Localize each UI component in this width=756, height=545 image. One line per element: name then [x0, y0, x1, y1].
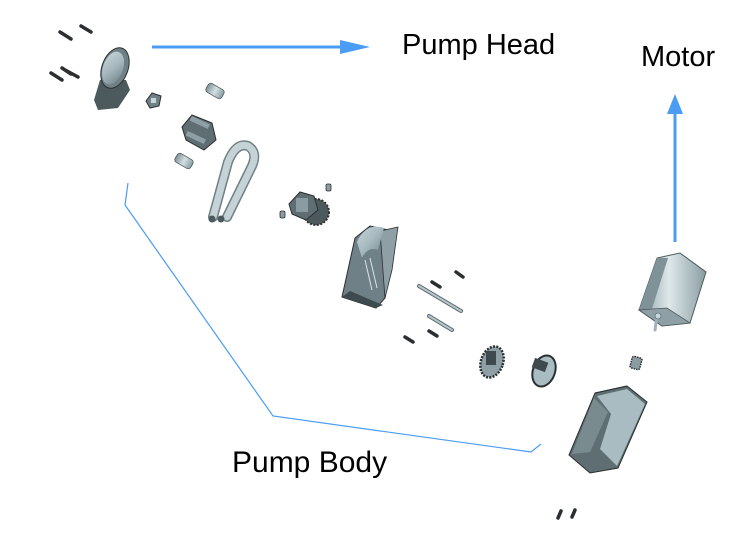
pump-body-label: Pump Body: [232, 446, 388, 479]
output-gear-icon: [531, 354, 557, 388]
screw-icon: [556, 508, 577, 520]
tube-clip-icon: [145, 92, 162, 109]
pump-body-bracket: [124, 182, 542, 453]
tube-connector-icon: [174, 82, 225, 170]
dc-motor-icon: [637, 252, 707, 332]
roller-holder-icon: [181, 114, 217, 151]
motor-label: Motor: [641, 41, 716, 73]
intermediate-gear-icon: [479, 345, 505, 379]
pump-housing-icon: [341, 225, 399, 309]
pump-head-cover-icon: [94, 47, 130, 110]
motor-arrow: [667, 94, 683, 242]
pin-icon: [279, 183, 332, 219]
pump-head-label: Pump Head: [402, 29, 556, 61]
silicone-tube-icon: [208, 140, 260, 223]
screw-icon: [49, 24, 93, 82]
screw-icon: [403, 270, 465, 344]
gearbox-housing-icon: [568, 385, 648, 474]
pinion-gear-icon: [629, 355, 643, 371]
pump-head-arrow: [152, 40, 370, 54]
shaft-icon: [417, 284, 463, 332]
rotor-gear-icon: [288, 191, 330, 226]
